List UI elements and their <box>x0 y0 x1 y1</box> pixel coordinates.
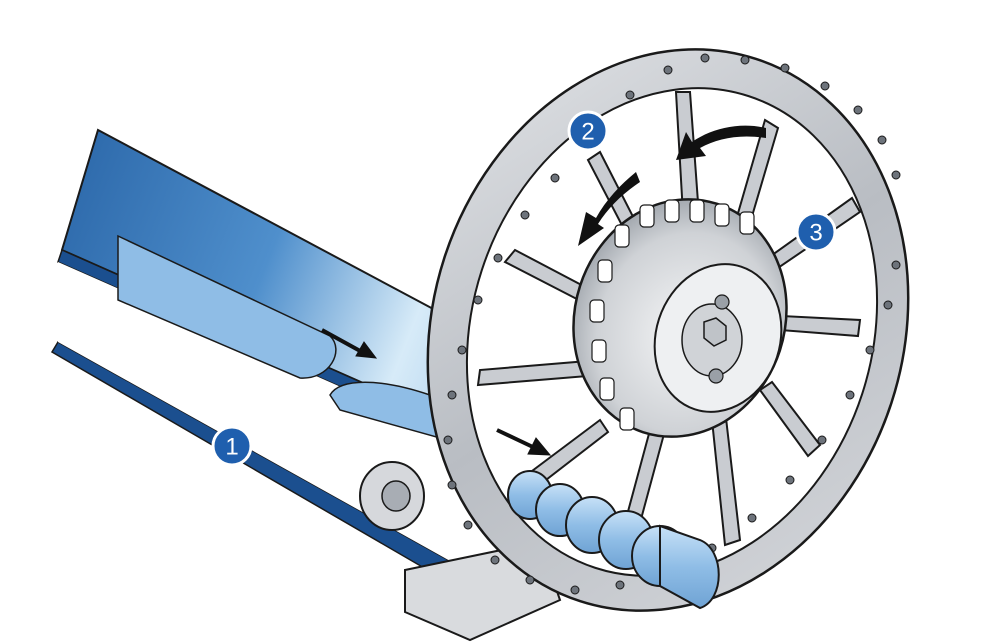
callout-label-2: 2 <box>581 119 594 146</box>
callout-label-3: 3 <box>809 220 822 247</box>
callout-marker-3: 3 <box>795 211 837 253</box>
flow-arrow-icon <box>321 328 552 456</box>
conveyed-material <box>117 234 337 379</box>
callout-marker-2: 2 <box>567 110 609 152</box>
idler-roller <box>359 461 425 531</box>
hub-nut <box>703 317 727 347</box>
callout-label-1: 1 <box>225 434 238 461</box>
belt-side-panel <box>58 262 556 600</box>
rotation-arrow-icon <box>578 125 766 246</box>
rim-bolt-holes <box>443 53 901 595</box>
wheel-hub <box>572 198 788 438</box>
hub-bolt-segments <box>589 199 755 431</box>
extruded-output <box>507 470 720 610</box>
callout-marker-1: 1 <box>211 425 253 467</box>
